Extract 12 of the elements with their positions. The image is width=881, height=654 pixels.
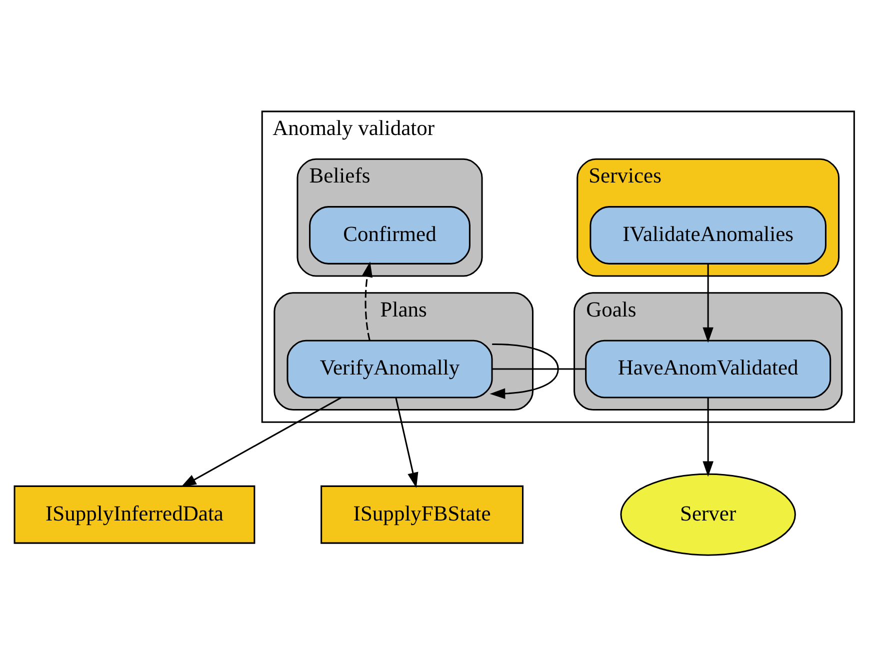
node-box: IValidateAnomalies	[590, 206, 826, 264]
connector	[492, 368, 586, 370]
arrow	[362, 262, 373, 341]
node-box: ISupplyFBState	[320, 485, 524, 544]
arrow	[702, 264, 714, 343]
arrow	[702, 398, 714, 477]
node-box: HaveAnomValidated	[585, 340, 832, 398]
node-box: Confirmed	[309, 206, 470, 264]
node-box: ISupplyInferredData	[14, 485, 256, 544]
node-box: VerifyAnomally	[286, 340, 493, 398]
arrow	[490, 344, 559, 399]
node-ellipse: Server	[620, 473, 796, 556]
